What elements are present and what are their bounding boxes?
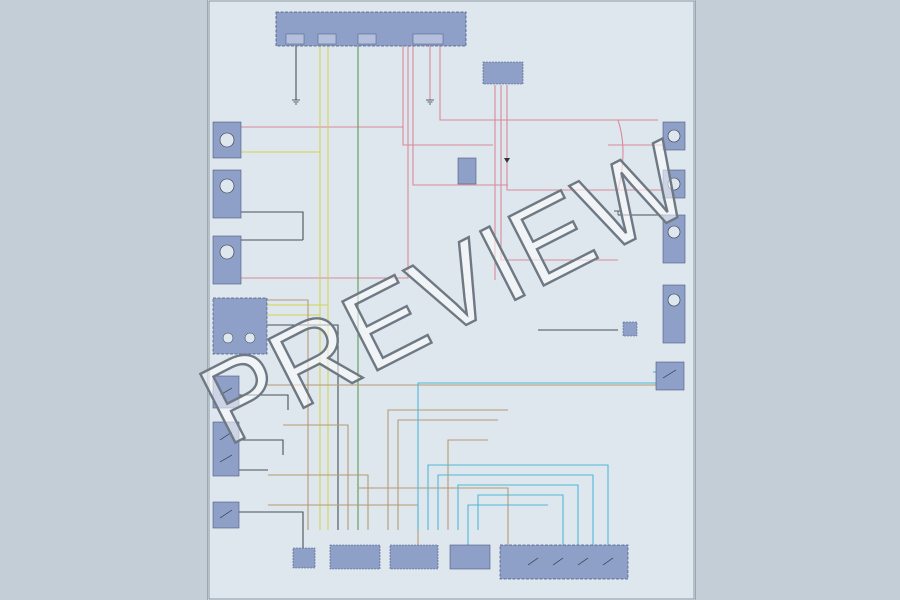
left-switch-3 [212,501,240,529]
ground-symbols [292,99,622,215]
wire-tan [447,439,488,530]
switch-contact-icon [219,431,233,441]
switch-contact-icon [219,387,233,396]
bottom-block-2 [329,544,381,570]
lamp-bulb-icon [244,332,256,344]
wire-tan [387,409,508,530]
bottom-block-4 [449,544,491,570]
left-switch-1 [212,375,240,409]
components [212,11,686,580]
switch-contact-icon [662,369,677,379]
switch-contact-icon [219,454,233,463]
wire-tan [268,504,419,545]
small-module [457,157,477,185]
wire-tan [358,487,509,545]
wire-dark [238,211,304,240]
top-module-connector [357,33,377,45]
ground-icon [292,99,300,105]
top-module-connector [285,33,305,45]
wire-cyan [457,484,579,545]
lamp-bulb-icon [667,293,681,307]
switch-contact-icon [219,509,233,519]
wire-pink [617,119,624,191]
lamp-bulb-icon [219,244,235,260]
wire-pink [500,85,618,261]
wire-cyan [417,382,658,530]
wire-tan [266,299,309,530]
wire-pink [439,45,618,121]
switch-contact-icon [602,557,614,566]
lamp-bulb-icon [667,129,681,143]
wire-tan [268,474,369,530]
top-module-connector [412,33,444,45]
lamp-bulb-icon [222,332,234,344]
wire-dark [238,511,304,548]
switch-contacts [219,369,677,566]
wire-cyan [467,504,548,545]
wire-pink [402,45,493,146]
lamp-bulb-icon [667,225,681,239]
bottom-block-3 [389,544,439,570]
wire-tan [283,424,349,530]
wire-pink [238,45,409,279]
switch-contact-icon [527,557,539,566]
bottom-block-5 [499,544,629,580]
wire-pink [412,45,508,186]
wires [238,45,668,548]
arrow-down-icon [504,158,510,163]
wiring-diagram-sheet [208,0,695,600]
ground-icon [426,99,434,105]
small-connector [622,321,638,337]
lamp-bulb-icon [219,178,235,194]
wire-cyan [427,464,609,545]
center-connector [482,61,524,85]
left-lamp-2 [212,169,242,219]
top-module-connector [317,33,337,45]
ground-icon [614,210,622,215]
lamp-bulb-icon [219,132,235,148]
wire-dark [238,439,284,455]
wire-pink [506,85,618,191]
right-switch [655,361,685,391]
sheet-border [208,0,695,600]
wire-tan [397,419,498,530]
switch-contact-icon [577,557,589,566]
wire-dark [266,324,339,530]
bottom-block-1 [292,547,316,569]
right-lamp-3 [662,214,686,264]
wire-dark [238,394,289,410]
wire-cyan [437,474,594,545]
switch-contact-icon [552,557,564,566]
wire-cyan [477,494,564,545]
left-connector [212,297,268,355]
left-lamp-3 [212,235,242,285]
wiring-diagram [208,0,695,600]
left-switch-2 [212,421,240,477]
lamp-bulb-icon [667,177,681,191]
